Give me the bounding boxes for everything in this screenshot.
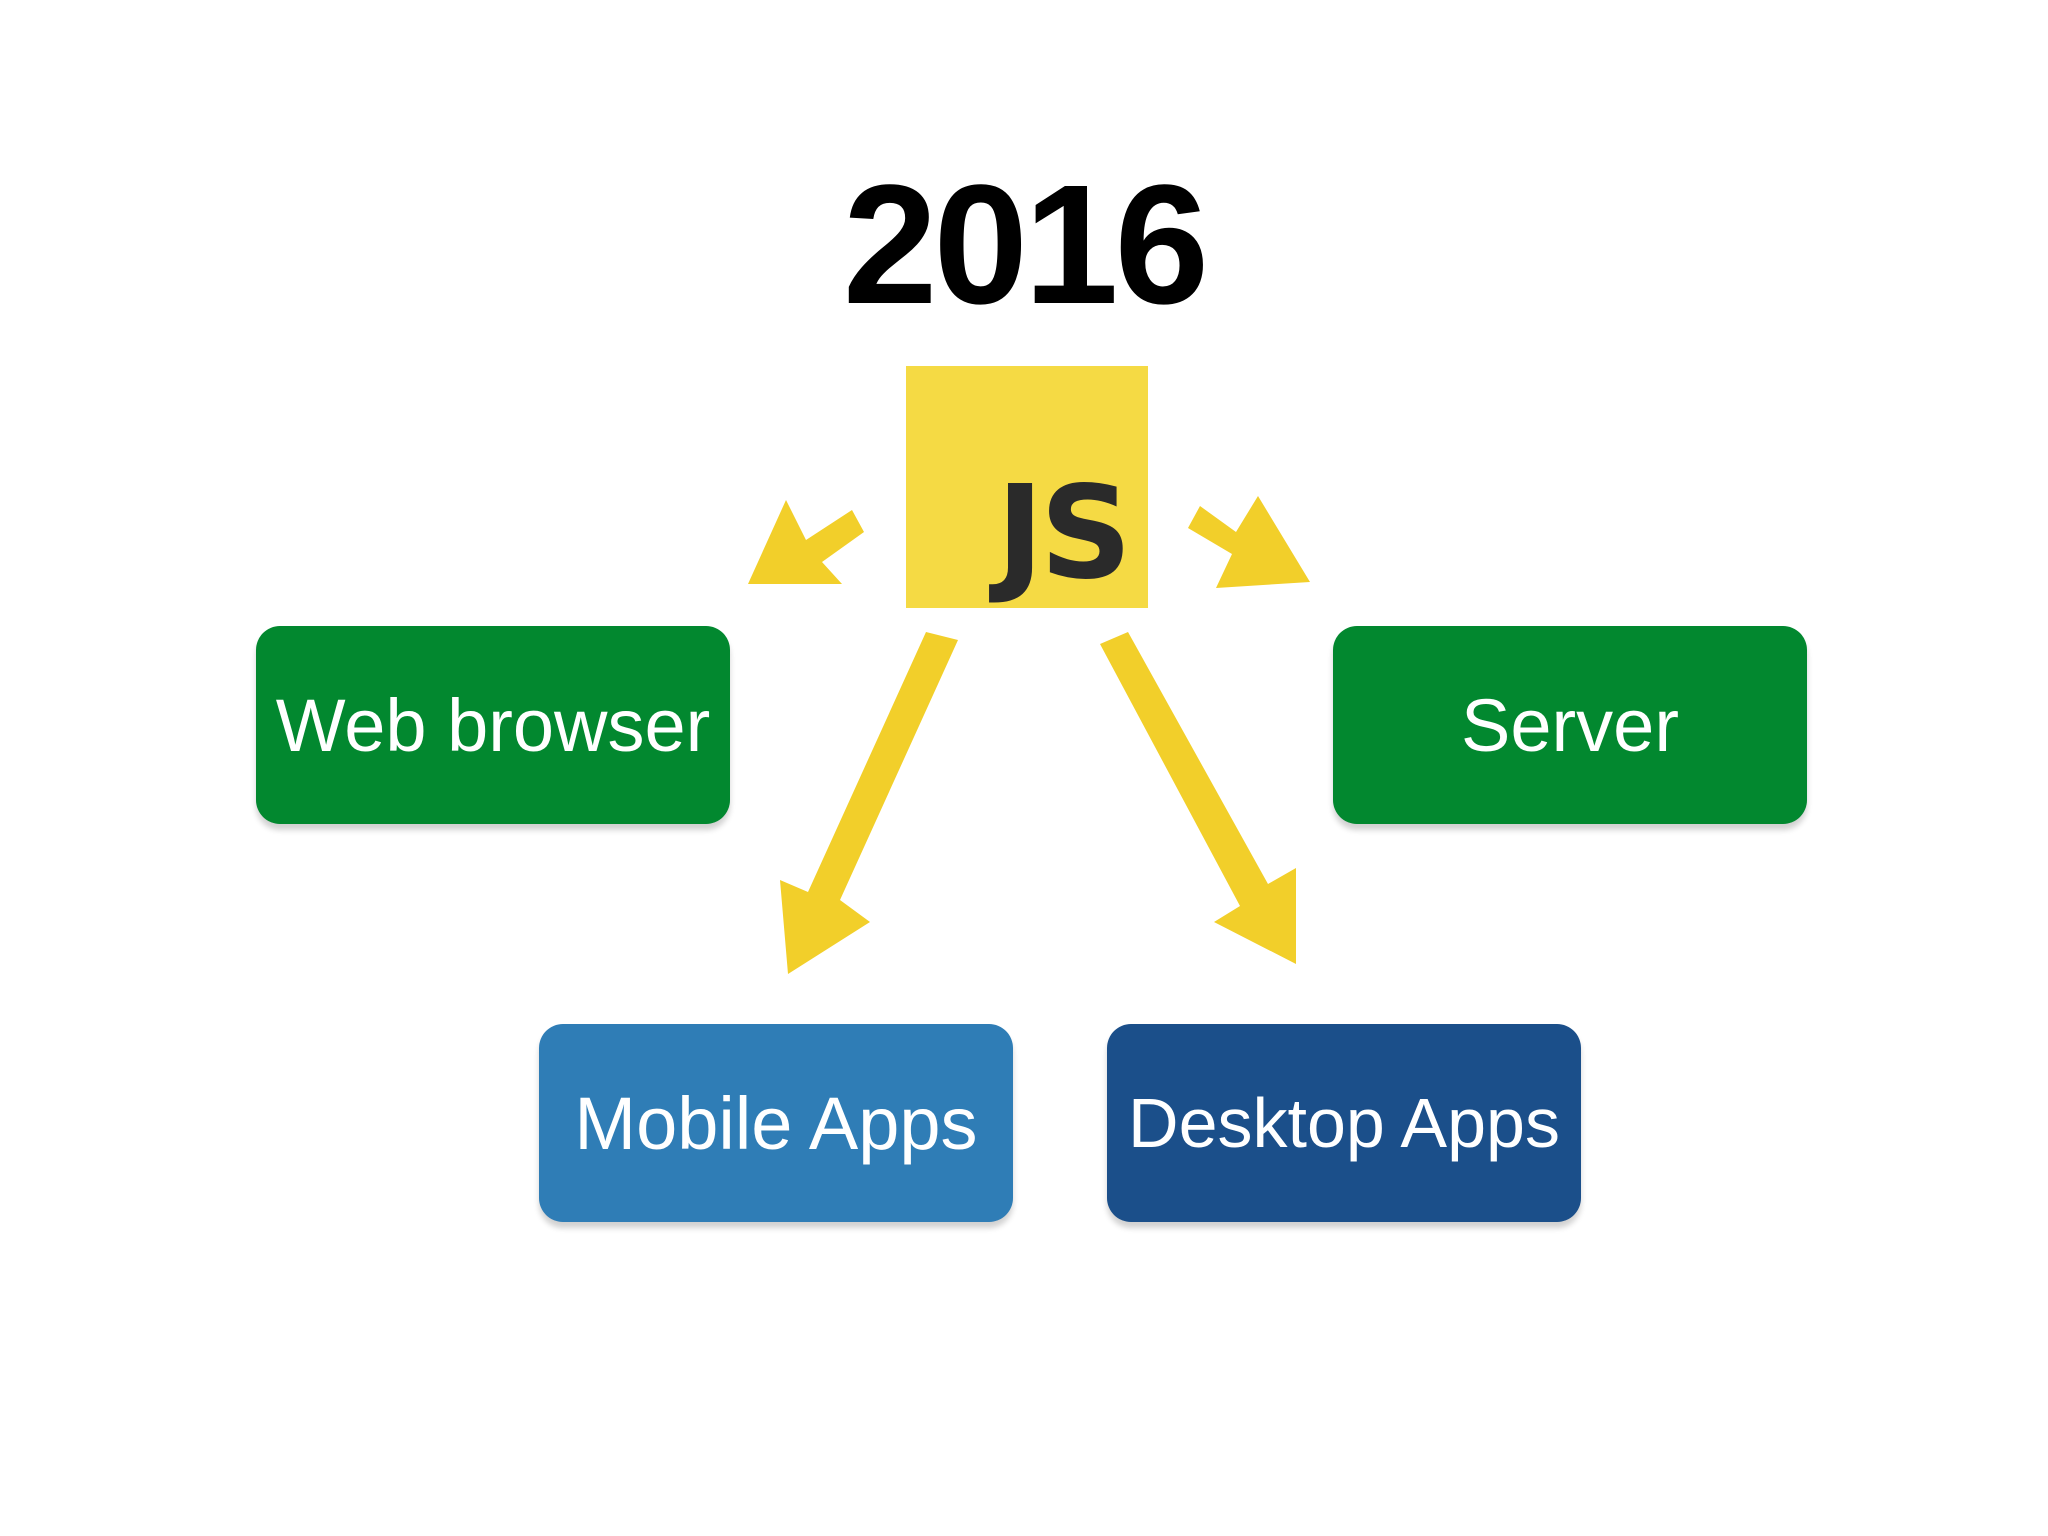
web-browser-label: Web browser	[275, 683, 711, 767]
server-label: Server	[1461, 683, 1679, 767]
server-box: Server	[1333, 626, 1807, 824]
arrow-to-web-browser	[748, 500, 864, 584]
mobile-apps-box: Mobile Apps	[539, 1024, 1013, 1222]
arrow-to-desktop-apps	[1100, 632, 1296, 964]
javascript-logo: JS	[906, 366, 1148, 608]
desktop-apps-box: Desktop Apps	[1107, 1024, 1581, 1222]
year-title: 2016	[842, 150, 1209, 340]
arrow-to-server	[1188, 496, 1310, 588]
mobile-apps-label: Mobile Apps	[574, 1081, 978, 1165]
desktop-apps-label: Desktop Apps	[1128, 1084, 1560, 1162]
js-logo-text: JS	[996, 459, 1132, 608]
arrow-to-mobile-apps	[780, 632, 958, 974]
web-browser-box: Web browser	[256, 626, 730, 824]
